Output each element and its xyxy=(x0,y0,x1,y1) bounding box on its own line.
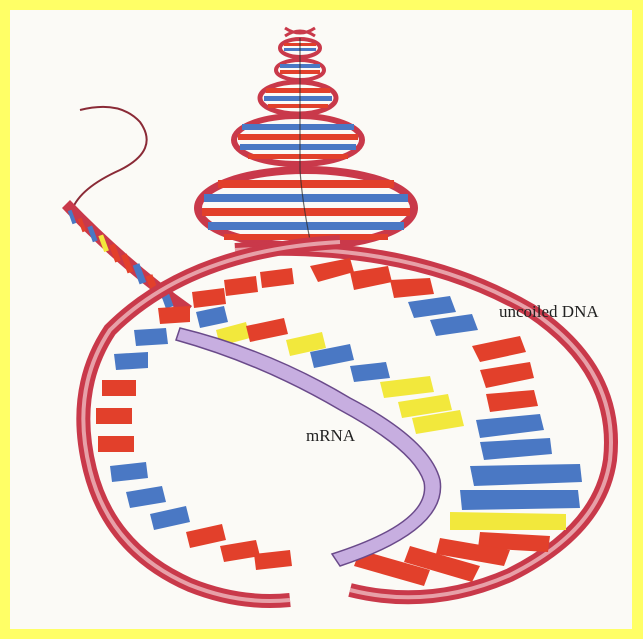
rna-nucleotides xyxy=(196,306,464,434)
diagram-panel: uncoiled DNA mRNA xyxy=(10,10,632,629)
left-ribbon xyxy=(62,200,192,315)
helix-turn-4 xyxy=(234,116,362,164)
uncoiled-dna-label: uncoiled DNA xyxy=(499,302,599,322)
mrna-label: mRNA xyxy=(306,426,355,446)
uncoiled-dna xyxy=(83,242,611,601)
single-strand xyxy=(72,107,147,210)
coiled-dna-helix xyxy=(198,28,414,246)
helix-turn-5 xyxy=(198,170,414,246)
helix-turn-3 xyxy=(260,82,336,114)
helix-top-twist xyxy=(285,28,315,36)
